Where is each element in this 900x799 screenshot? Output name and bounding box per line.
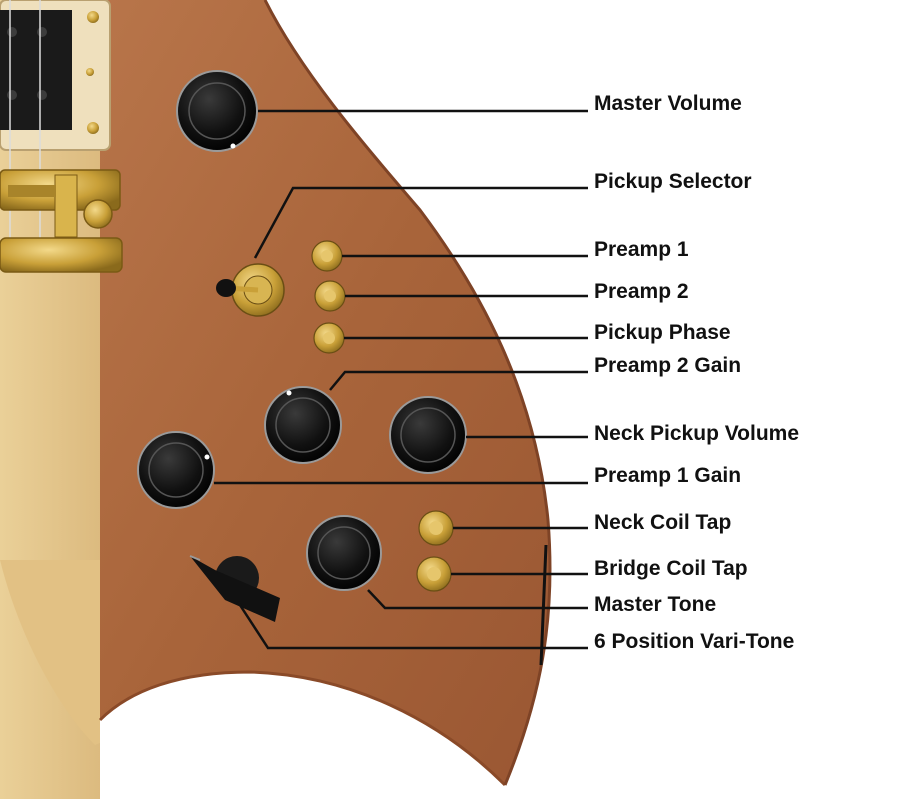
neck-pickup-volume-knob[interactable] [389, 396, 467, 474]
leader-pickup-selector [253, 186, 588, 259]
label-pickup-selector: Pickup Selector [594, 170, 752, 193]
master-tone-knob[interactable] [306, 515, 382, 591]
preamp-2-toggle[interactable] [314, 280, 346, 312]
tune-o-matic-bridge [0, 169, 123, 273]
label-vari-tone: 6 Position Vari-Tone [594, 630, 794, 653]
leader-master-tone [367, 589, 588, 610]
label-preamp-2: Preamp 2 [594, 280, 689, 303]
neck-coil-tap-toggle[interactable] [418, 510, 454, 546]
label-preamp-1: Preamp 1 [594, 238, 689, 261]
label-bridge-coil-tap: Bridge Coil Tap [594, 557, 748, 580]
label-preamp-2-gain: Preamp 2 Gain [594, 354, 741, 377]
label-preamp-1-gain: Preamp 1 Gain [594, 464, 741, 487]
maple-binding [98, 670, 507, 787]
label-pickup-phase: Pickup Phase [594, 321, 731, 344]
maple-lower-edge [0, 560, 130, 745]
preamp-1-gain-knob[interactable] [137, 431, 215, 509]
lower-cutaway [100, 672, 505, 799]
leader-preamp-2-gain [329, 370, 588, 391]
pickup-selector-switch[interactable] [216, 263, 285, 317]
preamp-2-gain-knob[interactable] [264, 386, 342, 464]
vari-tone-knob[interactable] [189, 555, 280, 622]
humbucker-pickup [0, 0, 111, 151]
mahogany-top [100, 0, 551, 785]
leader-vari-tone [236, 601, 588, 650]
label-neck-pickup-volume: Neck Pickup Volume [594, 422, 799, 445]
label-master-volume: Master Volume [594, 92, 742, 115]
preamp-1-toggle[interactable] [311, 240, 343, 272]
label-neck-coil-tap: Neck Coil Tap [594, 511, 731, 534]
pickup-phase-toggle[interactable] [313, 322, 345, 354]
side-jack [539, 544, 548, 666]
edge-shadow [263, 0, 552, 786]
label-master-tone: Master Tone [594, 593, 716, 616]
bridge-coil-tap-toggle[interactable] [416, 556, 452, 592]
master-volume-knob[interactable] [176, 70, 258, 152]
